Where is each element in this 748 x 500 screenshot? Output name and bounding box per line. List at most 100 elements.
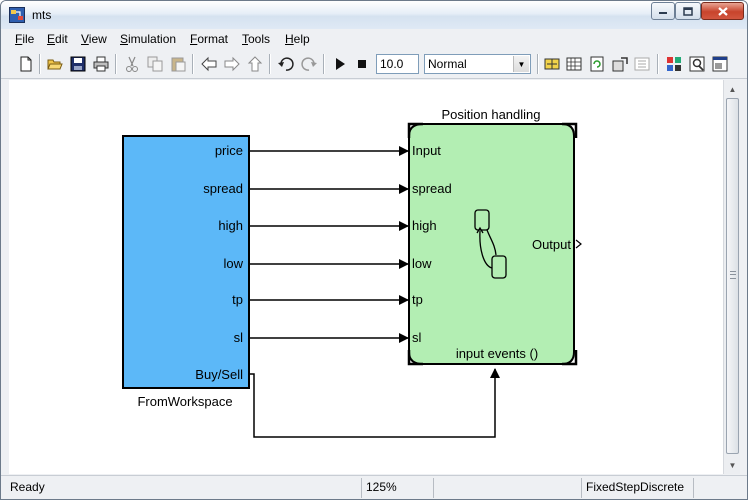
solver-name: FixedStepDiscrete: [586, 480, 685, 494]
toolbar-separator: [39, 54, 41, 74]
output-port-high: high: [218, 218, 243, 233]
menu-file-accel: F: [15, 32, 23, 46]
simulink-app-icon: [9, 7, 25, 23]
toolbar-separator: [269, 54, 271, 74]
scroll-up-arrow-icon[interactable]: ▲: [728, 84, 737, 94]
scrollbar-thumb[interactable]: [726, 98, 739, 454]
menu-simulation[interactable]: Simulation: [120, 32, 176, 46]
stateflow-chart-icon: [474, 209, 507, 279]
properties-button[interactable]: [711, 55, 729, 73]
properties-icon: [712, 56, 728, 72]
menu-simulation-label: imulation: [128, 32, 177, 46]
close-button[interactable]: [701, 2, 744, 20]
save-button[interactable]: [69, 55, 87, 73]
forward-button[interactable]: [223, 55, 241, 73]
library-icon: [566, 57, 582, 71]
refresh-icon: [590, 56, 604, 72]
copy-button[interactable]: [146, 55, 164, 73]
menu-help[interactable]: Help: [285, 32, 310, 46]
library-button[interactable]: [565, 55, 583, 73]
refresh-button[interactable]: [588, 55, 606, 73]
position-handling-chart-block[interactable]: Input spread high low tp sl Output input…: [407, 122, 582, 366]
open-button[interactable]: [46, 55, 64, 73]
output-port-low: low: [223, 256, 243, 271]
status-divider: [361, 478, 362, 498]
simulation-mode-select[interactable]: Normal ▼: [424, 54, 531, 74]
scroll-down-arrow-icon[interactable]: ▼: [728, 460, 737, 470]
signal-line-buy-sell-trigger[interactable]: [249, 368, 500, 438]
output-port-tp: tp: [232, 292, 243, 307]
status-divider: [433, 478, 434, 498]
stop-button[interactable]: [353, 55, 371, 73]
maximize-button[interactable]: [675, 2, 701, 20]
input-port-spread: spread: [412, 181, 452, 196]
cut-button[interactable]: [123, 55, 141, 73]
update-diagram-icon: [612, 57, 628, 72]
menu-tools-accel: T: [242, 32, 248, 46]
debug-button[interactable]: [633, 55, 651, 73]
menu-tools[interactable]: Tools: [242, 32, 270, 46]
menu-format-accel: F: [190, 32, 198, 46]
vertical-scrollbar[interactable]: ▲ ▼: [723, 80, 740, 474]
status-divider: [693, 478, 694, 498]
output-port-spread: spread: [203, 181, 243, 196]
run-button[interactable]: [331, 55, 349, 73]
paste-button[interactable]: [169, 55, 187, 73]
menu-edit[interactable]: Edit: [47, 32, 68, 46]
chevron-down-icon[interactable]: ▼: [513, 56, 529, 72]
copy-icon: [147, 56, 163, 72]
build-button[interactable]: [543, 55, 561, 73]
output-port-output: Output: [532, 237, 571, 252]
input-port-low: low: [412, 256, 432, 271]
print-button[interactable]: [92, 55, 110, 73]
chart-block-title[interactable]: Position handling: [441, 107, 540, 122]
stop-time-input[interactable]: 10.0: [376, 54, 419, 74]
back-button[interactable]: [200, 55, 218, 73]
undo-icon: [278, 57, 294, 71]
menu-format-label: ormat: [197, 32, 229, 46]
build-icon: [544, 58, 560, 70]
library-browser-icon: [667, 57, 681, 71]
input-port-high: high: [412, 218, 437, 233]
toolbar: [1, 49, 747, 79]
debug-icon: [634, 57, 650, 71]
menu-format[interactable]: Format: [190, 32, 228, 46]
open-folder-icon: [47, 59, 63, 70]
block-diagram: price spread high low tp sl Buy/Sell Fro…: [122, 107, 582, 438]
menu-file[interactable]: File: [15, 32, 34, 46]
new-file-icon: [20, 56, 32, 72]
redo-icon: [301, 57, 317, 71]
status-bar: Ready 125% FixedStepDiscrete: [1, 475, 747, 499]
menu-bar: File Edit View Simulation Format Tools H…: [1, 29, 747, 49]
library-browser-button[interactable]: [665, 55, 683, 73]
menu-help-accel: H: [285, 32, 294, 46]
model-explorer-button[interactable]: [688, 55, 706, 73]
status-text: Ready: [10, 480, 45, 494]
signal-lines: [249, 146, 500, 438]
model-canvas[interactable]: price spread high low tp sl Buy/Sell Fro…: [9, 80, 723, 474]
scrollbar-grip-icon: [730, 271, 736, 279]
output-port-sl: sl: [234, 330, 244, 345]
menu-simulation-accel: S: [120, 32, 129, 46]
toolbar-separator: [192, 54, 194, 74]
play-icon: [336, 58, 345, 70]
back-arrow-icon: [201, 56, 217, 72]
menu-view-label: iew: [88, 32, 107, 46]
from-workspace-block[interactable]: price spread high low tp sl Buy/Sell: [122, 135, 250, 389]
menu-view[interactable]: View: [81, 32, 107, 46]
new-file-button[interactable]: [17, 55, 35, 73]
output-port-buy-sell: Buy/Sell: [195, 367, 243, 382]
title-bar[interactable]: mts: [1, 1, 747, 29]
menu-view-accel: V: [81, 32, 89, 46]
toolbar-separator: [537, 54, 539, 74]
redo-button[interactable]: [300, 55, 318, 73]
minimize-button[interactable]: [651, 2, 675, 20]
menu-edit-label: dit: [55, 32, 68, 46]
menu-file-label: ile: [22, 32, 35, 46]
zoom-level: 125%: [366, 480, 397, 494]
up-button[interactable]: [246, 55, 264, 73]
from-workspace-block-label[interactable]: FromWorkspace: [137, 394, 232, 409]
update-diagram-button[interactable]: [611, 55, 629, 73]
undo-button[interactable]: [277, 55, 295, 73]
up-arrow-icon: [247, 56, 263, 72]
